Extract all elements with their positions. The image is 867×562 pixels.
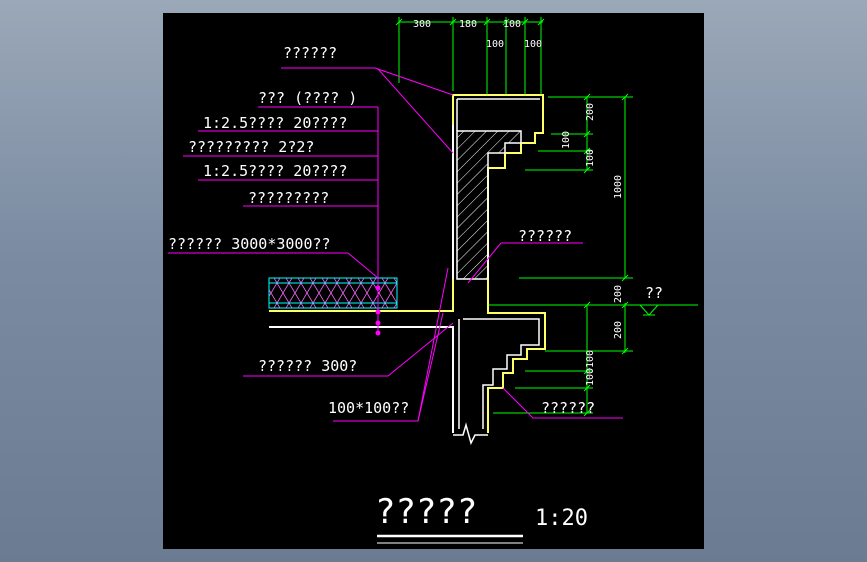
dim-top-3: 100 [503,19,521,30]
dim-top-1: 300 [413,19,431,30]
level-marker [633,304,698,316]
drawing-scale: 1:20 [535,506,588,531]
dimension-texts: 300 180 100 100 100 200 100 100 1000 200… [413,19,624,386]
section-outline [269,94,546,446]
chamfer-label: 100*100?? [328,399,409,417]
insulation-layer [268,277,398,309]
wall-label: ?????? [518,227,572,245]
cad-viewport[interactable]: ?????? ??? (???? ) 1:2.5???? 20???? ????… [163,13,704,549]
dim-right-7: 100 [585,350,596,368]
dim-top-5: 100 [524,39,542,50]
dim-right-5: 200 [613,285,624,303]
title-block: ????? 1:20 [375,492,588,544]
labels: ?????? ??? (???? ) 1:2.5???? 20???? ????… [168,44,663,417]
dim-right-4: 1000 [613,175,624,199]
layer3-label: ????????? 2?2? [188,138,314,156]
leader-dots [375,285,381,336]
layer2-label: 1:2.5???? 20???? [203,114,348,132]
dim-top-4: 100 [486,39,504,50]
layer6-label: ?????? 3000*3000?? [168,235,331,253]
dim-top-2: 180 [459,19,477,30]
leader-lines [168,67,623,422]
dim-right-3: 100 [585,149,596,167]
drawing-title: ????? [375,492,477,532]
dim-right-8: 100 [585,368,596,386]
dim-right-2: 100 [561,131,572,149]
layer1-label: ??? (???? ) [258,89,357,107]
level-label: ?? [645,284,663,302]
dim-right-1: 200 [585,103,596,121]
layer4-label: 1:2.5???? 20???? [203,162,348,180]
dimension-lines [395,17,698,417]
drip-label: ?????? [541,399,595,417]
parapet-section-drawing: ?????? ??? (???? ) 1:2.5???? 20???? ????… [168,17,698,544]
layer7-label: ?????? 300? [258,357,357,375]
layer5-label: ????????? [248,189,329,207]
dim-right-6: 200 [613,321,624,339]
coping-label: ?????? [283,44,337,62]
